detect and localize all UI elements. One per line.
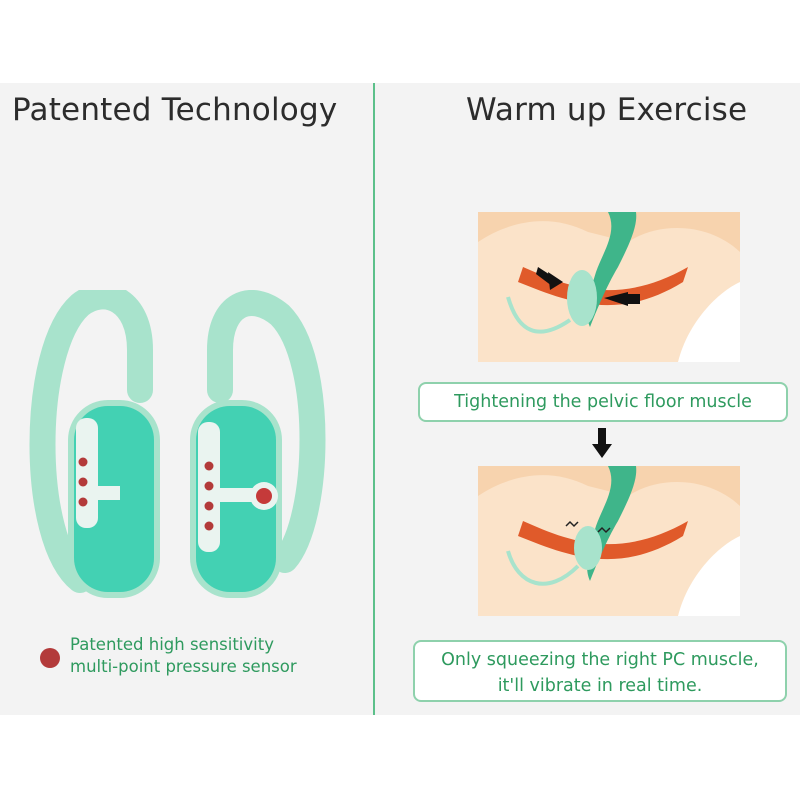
sensor-dot-icon bbox=[40, 648, 60, 668]
device-illustration bbox=[29, 290, 326, 598]
caption-2-line-1: Only squeezing the right PC muscle, bbox=[441, 650, 759, 670]
pelvic-scene-tighten bbox=[478, 212, 740, 362]
left-title: Patented Technology bbox=[12, 92, 338, 128]
caption-tightening: Tightening the pelvic floor muscle bbox=[418, 382, 788, 422]
caption-real-time: Only squeezing the right PC muscle, it'l… bbox=[413, 640, 787, 702]
legend-line-2: multi-point pressure sensor bbox=[70, 657, 297, 676]
sensor-legend: Patented high sensitivity multi-point pr… bbox=[70, 634, 297, 678]
device-side bbox=[190, 290, 326, 598]
caption-2-line-2: it'll vibrate in real time. bbox=[497, 676, 703, 696]
right-title: Warm up Exercise bbox=[466, 92, 748, 128]
pelvic-scene-vibrate bbox=[478, 466, 740, 616]
device-front bbox=[29, 290, 160, 598]
down-arrow-icon bbox=[592, 428, 612, 458]
legend-line-1: Patented high sensitivity bbox=[70, 635, 274, 654]
center-divider bbox=[373, 83, 375, 715]
